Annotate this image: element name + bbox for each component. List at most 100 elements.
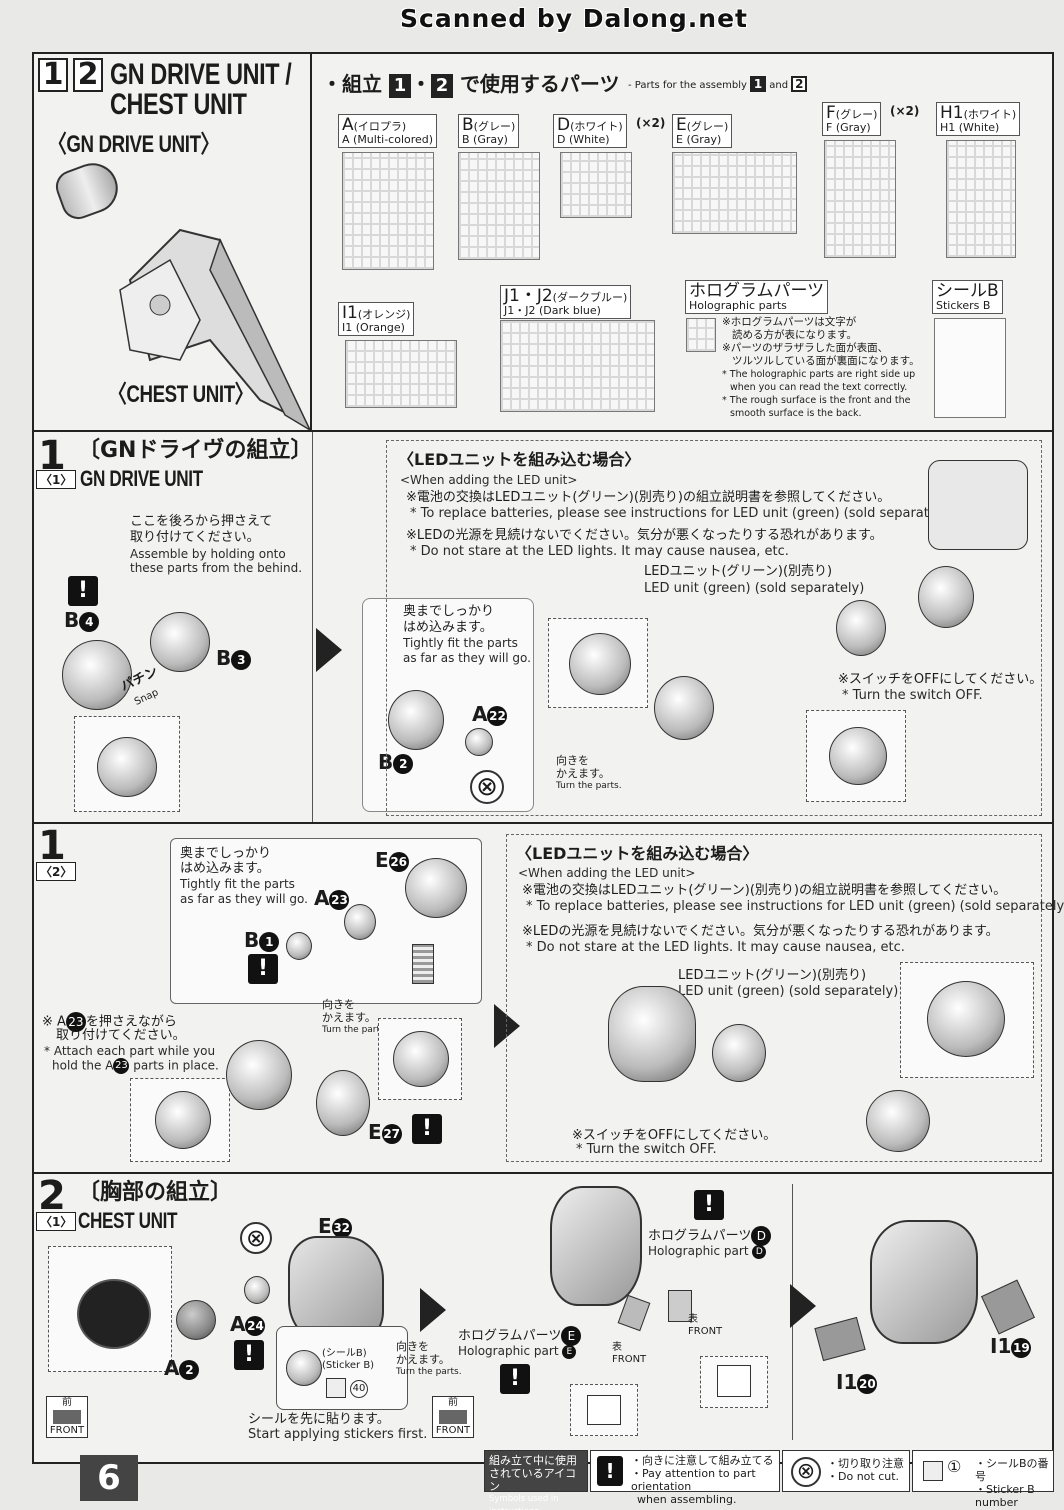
front-en: FRONT bbox=[49, 1425, 85, 1436]
runner-label-d: D(ホワイト)D (White) bbox=[553, 114, 627, 148]
step2-turn-jp2: かえます。 bbox=[396, 1353, 450, 1366]
runner-h1-jp: (ホワイト) bbox=[963, 108, 1017, 121]
runner-d-qty: (×2) bbox=[636, 116, 666, 130]
parts-header-n1: 1 bbox=[388, 74, 411, 98]
step1b-led-unit-jp: LEDユニット(グリーン)(別売り) bbox=[678, 968, 867, 983]
runner-j-code: J1・J2 bbox=[504, 286, 553, 306]
runner-label-b: B(グレー)B (Gray) bbox=[458, 114, 520, 148]
step1b-turn-jp1: 向きを bbox=[322, 998, 355, 1011]
runner-h1-code: H1 bbox=[940, 103, 964, 123]
detail-part bbox=[97, 737, 157, 797]
step1-led-en: <When adding the LED unit> bbox=[400, 473, 578, 487]
runner-i1-en: I1 (Orange) bbox=[342, 321, 405, 334]
holo-label-en: Holographic parts bbox=[689, 299, 787, 312]
step1-switch-en: * Turn the switch OFF. bbox=[842, 688, 983, 703]
part-a2 bbox=[176, 1300, 216, 1340]
runner-a-image bbox=[342, 152, 434, 270]
step1b-housing bbox=[226, 1040, 292, 1110]
step1-fit-jp1: 奥までしっかり bbox=[403, 604, 495, 619]
parts-header-en-and: and bbox=[769, 80, 789, 91]
holo-note-en1: * The holographic parts are right side u… bbox=[722, 369, 916, 380]
holo-e-inset bbox=[570, 1384, 638, 1436]
runner-i1-code: I1 bbox=[342, 303, 358, 323]
step1b-led-title: 〈LEDユニットを組み込む場合〉 bbox=[516, 844, 759, 863]
step1-number: 1 bbox=[38, 433, 66, 479]
legend-sticker-symbol: ① bbox=[947, 1457, 962, 1476]
step1-turn-jp1: 向きを bbox=[556, 754, 589, 767]
runner-j-jp: (ダークブルー) bbox=[552, 291, 628, 304]
runner-label-j: J1・J2(ダークブルー)J1・J2 (Dark blue) bbox=[500, 285, 632, 319]
step-number-badges: 1 2 bbox=[38, 58, 104, 92]
runner-a-en: A (Multi-colored) bbox=[342, 133, 434, 146]
runner-label-e: E(グレー)E (Gray) bbox=[672, 114, 733, 148]
front-mark-1-en: FRONT bbox=[612, 1354, 647, 1365]
runner-label-h1: H1(ホワイト)H1 (White) bbox=[936, 102, 1021, 136]
runner-f-en: F (Gray) bbox=[826, 121, 871, 134]
turn-detail-part-2 bbox=[393, 1031, 449, 1087]
step1-fit-jp2: はめ込みます。 bbox=[403, 620, 493, 635]
legend-sticker-icon bbox=[923, 1461, 943, 1481]
step1b-led-en1: * To replace batteries, please see instr… bbox=[526, 899, 1064, 914]
runner-f-jp: (グレー) bbox=[835, 108, 878, 121]
sticker-label-en: Stickers B bbox=[936, 299, 991, 312]
sticker-number: 40 bbox=[350, 1380, 368, 1398]
step1b-hold-jp2: 取り付けてください。 bbox=[56, 1028, 186, 1043]
step1b-fit-jp1: 奥までしっかり bbox=[180, 846, 272, 861]
legend-cut: ⊗ ・切り取り注意・Do not cut. bbox=[782, 1450, 910, 1492]
holo-note-jp1: ※ホログラムパーツは文字が bbox=[722, 316, 857, 328]
parts-header-jp: ・組立 bbox=[322, 72, 382, 96]
step1-divider bbox=[32, 430, 1054, 432]
do-not-cut-icon: ⊗ bbox=[470, 770, 504, 804]
runner-label-f: F(グレー)F (Gray) bbox=[822, 102, 882, 136]
do-not-cut-icon-2: ⊗ bbox=[240, 1222, 272, 1254]
step1-hold-en2: these parts from the behind. bbox=[130, 561, 303, 575]
parts-header-jp2: で使用するパーツ bbox=[459, 72, 620, 96]
holo-d-en: Holographic part D bbox=[648, 1244, 767, 1259]
step1-detail-inset bbox=[74, 716, 180, 812]
runner-j-image bbox=[500, 320, 655, 412]
holo-sheet-image bbox=[686, 318, 716, 352]
led-housing-part bbox=[918, 566, 974, 628]
part-a22 bbox=[465, 728, 493, 756]
step2-subtitle: CHEST UNIT bbox=[78, 1208, 178, 1233]
front-mark-2-en: FRONT bbox=[688, 1326, 723, 1337]
step-badge-1: 1 bbox=[38, 58, 68, 92]
step1-turn-en: Turn the parts. bbox=[556, 781, 622, 791]
step1b-fit-en2: as far as they will go. bbox=[180, 892, 308, 906]
runner-d-jp: (ホワイト) bbox=[570, 120, 623, 133]
parts-header-en: - Parts for the assembly 1 and 2 bbox=[628, 76, 808, 92]
front-arrow-icon bbox=[53, 1410, 81, 1424]
step2-sticker-inset bbox=[48, 1246, 172, 1372]
step1b-turn-jp2: かえます。 bbox=[322, 1011, 376, 1024]
step1-turn-note: 向きをかえます。Turn the parts. bbox=[556, 754, 622, 793]
step1-led-en2: * Do not stare at the LED lights. It may… bbox=[410, 544, 789, 559]
step1-substep: 〈1〉 bbox=[36, 470, 77, 489]
led-unit-part bbox=[836, 600, 886, 656]
front-jp-2: 前 bbox=[448, 1397, 458, 1408]
step1b-fit-jp2: はめ込みます。 bbox=[180, 861, 270, 876]
holo-d-shape bbox=[717, 1365, 751, 1397]
step1-hold-jp1: ここを後ろから押さえて bbox=[130, 514, 273, 529]
runner-b-code: B bbox=[462, 115, 474, 135]
parts-header-en-n1: 1 bbox=[750, 76, 767, 92]
step1b-number: 1 bbox=[38, 823, 66, 869]
runner-h1-image bbox=[946, 140, 1016, 258]
runner-e-image bbox=[672, 152, 797, 234]
step1b-led-en2: * Do not stare at the LED lights. It may… bbox=[526, 940, 905, 955]
step1-led-title: 〈LEDユニットを組み込む場合〉 bbox=[398, 450, 641, 469]
runner-h1-en: H1 (White) bbox=[940, 121, 1000, 134]
runner-d-image bbox=[560, 152, 632, 218]
legend-title-jp1: 組み立て中に使用 bbox=[489, 1454, 577, 1467]
step1b-led-cap bbox=[866, 1090, 930, 1152]
legend-attention-icon: ! bbox=[597, 1456, 623, 1486]
chest-unit-illustration bbox=[119, 228, 312, 432]
